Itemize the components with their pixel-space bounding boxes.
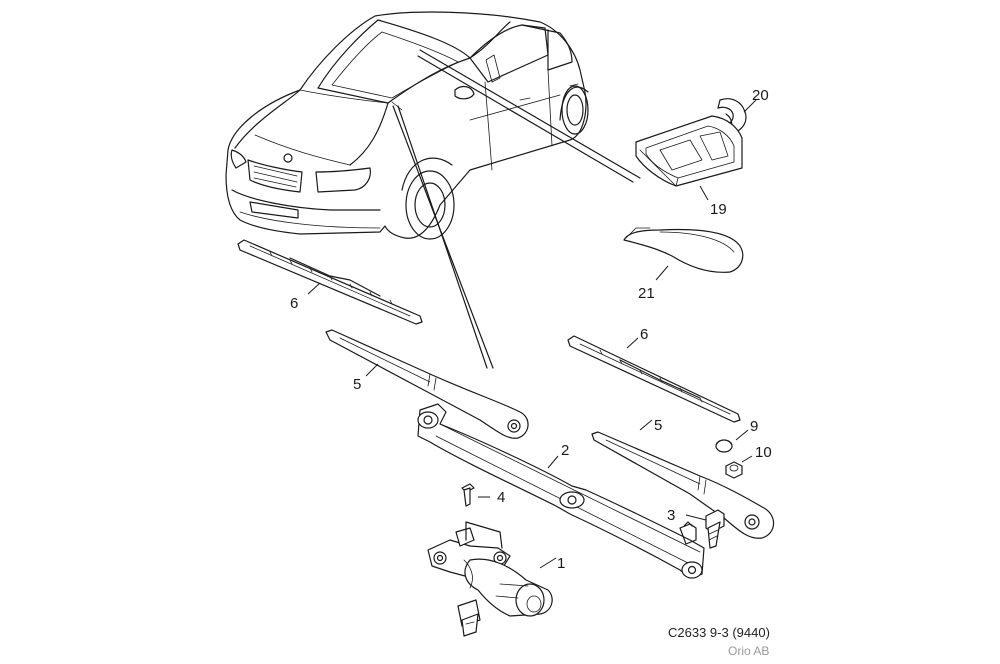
part-6-wiper-blade-left: [237, 239, 423, 325]
part-19-housing: [635, 115, 743, 187]
callout-20: 20: [752, 87, 769, 104]
callout-19: 19: [710, 201, 727, 218]
part-5-wiper-arm-right: [591, 431, 775, 539]
callout-2: 2: [561, 442, 569, 459]
car-illustration: [225, 11, 589, 240]
callout-4: 4: [497, 489, 505, 506]
copyright-owner: Orio AB: [728, 644, 770, 658]
callout-9: 9: [750, 418, 758, 435]
pointer-lines: [391, 49, 641, 369]
callout-6-right: 6: [640, 326, 648, 343]
callout-3: 3: [667, 507, 675, 524]
callout-21: 21: [638, 285, 655, 302]
part-10-nut: [725, 461, 743, 479]
part-1-wiper-motor: [427, 521, 553, 637]
part-4-screw: [461, 483, 475, 507]
part-3-bolt: [705, 509, 725, 549]
callout-5-right: 5: [654, 417, 662, 434]
part-2-wiper-linkage: [417, 403, 705, 579]
part-5-wiper-arm-left: [325, 329, 529, 439]
diagram-code: C2633 9-3 (9440): [668, 625, 770, 640]
callout-6-left: 6: [290, 295, 298, 312]
callout-5-left: 5: [353, 376, 361, 393]
callout-10: 10: [755, 444, 772, 461]
part-21-cover: [623, 227, 744, 273]
part-9-cap: [715, 439, 733, 453]
callout-1: 1: [557, 555, 565, 572]
callout-numbers: 1 2 3 4 5 5 6 6 9 10 19 20 21: [290, 87, 772, 572]
part-6-wiper-blade-right: [567, 335, 741, 423]
callout-leaders: [307, 99, 757, 569]
